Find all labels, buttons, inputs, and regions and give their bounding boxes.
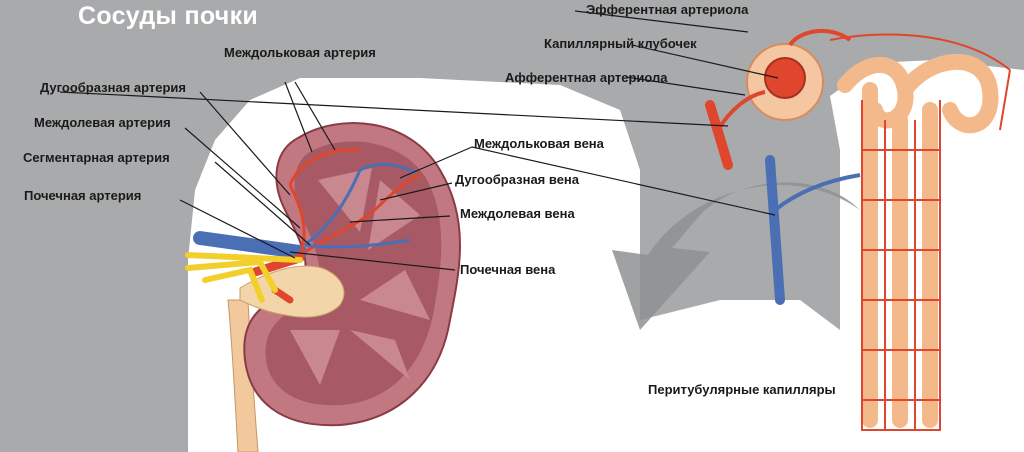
label-interlobar-vein: Междолевая вена (460, 206, 575, 221)
label-renal-vein: Почечная вена (460, 262, 556, 277)
afferent-arteriole-vessel (705, 100, 733, 170)
diagram-title: Сосуды почки (78, 2, 259, 30)
label-interlobar-artery: Междолевая артерия (34, 115, 171, 130)
label-interlobular-vein: Междольковая вена (474, 136, 604, 151)
renal-pyramid (368, 180, 420, 250)
efferent-arteriole-vessel (788, 28, 852, 47)
renal-pyramid (290, 330, 340, 385)
renal-vein (193, 231, 307, 259)
label-segmental-artery: Сегментарная артерия (23, 150, 170, 165)
leader-lines (59, 10, 779, 271)
renal-artery (271, 286, 294, 304)
intrarenal-veins (304, 162, 416, 249)
intrarenal-arteries (288, 148, 421, 257)
interlobular-vein-vessel (765, 155, 785, 305)
label-interlobular-artery: Междольковая артерия (224, 45, 376, 60)
label-glomerulus: Капиллярный клубочек (544, 36, 697, 51)
vein-branch (773, 173, 861, 212)
label-efferent-arteriole: Эфферентная артериола (586, 2, 749, 17)
label-arcuate-vein: Дугообразная вена (455, 172, 580, 187)
nephron-tubules (837, 53, 999, 428)
nerve-bundle (185, 252, 303, 303)
renal-pyramid (360, 270, 430, 320)
glomerulus (764, 57, 806, 99)
label-afferent-arteriole: Афферентная артериола (505, 70, 668, 85)
label-renal-artery: Почечная артерия (24, 188, 142, 203)
label-peritubular-capillaries: Перитубулярные капилляры (648, 382, 836, 397)
renal-pyramid (350, 330, 410, 380)
arteriole-branch (716, 90, 766, 132)
label-arcuate-artery: Дугообразная артерия (40, 80, 186, 95)
peritubular-capillaries (829, 33, 1011, 431)
flow-arrow (612, 182, 860, 330)
